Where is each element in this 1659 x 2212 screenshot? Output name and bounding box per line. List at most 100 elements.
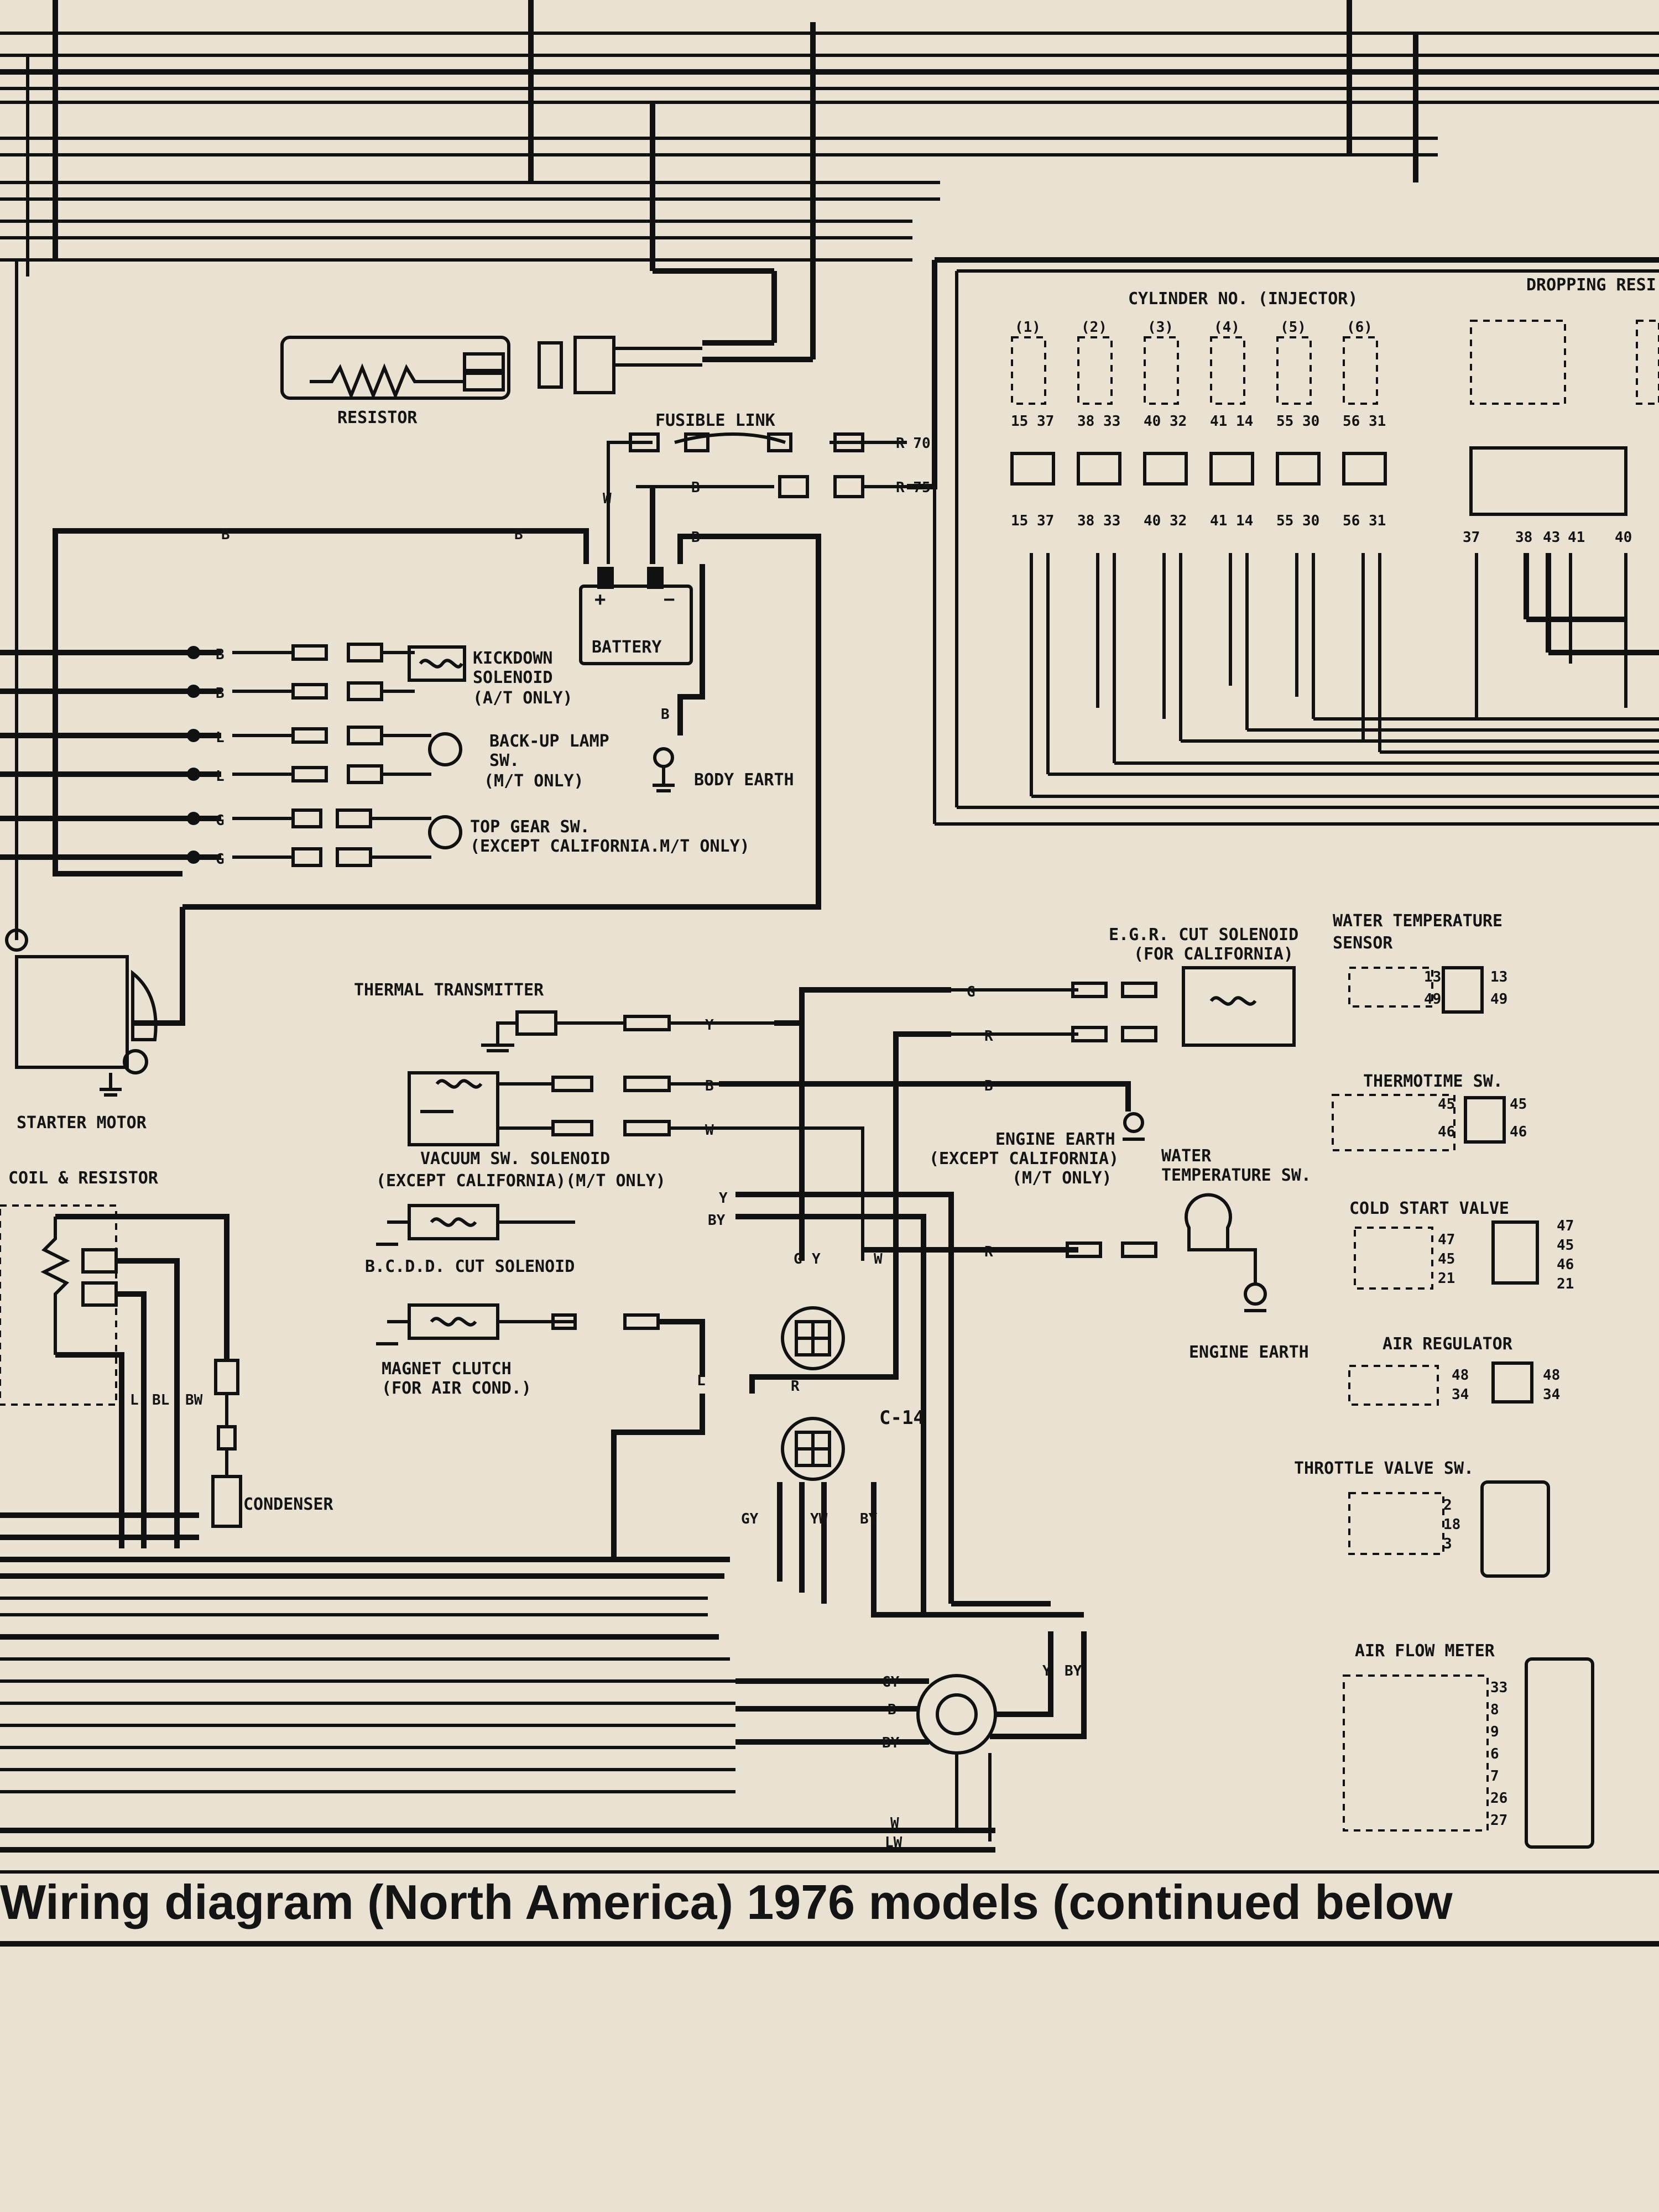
thermo-pin-a: 45: [1438, 1096, 1455, 1113]
drop-pin-2: 38: [1515, 529, 1532, 546]
wire-r-c13: R: [791, 1378, 800, 1395]
air-pin-d: 34: [1543, 1386, 1560, 1403]
wire-b-k1: B: [216, 646, 225, 663]
cyl6-no: (6): [1347, 319, 1373, 336]
battery-label: BATTERY: [592, 638, 661, 657]
battery-area: FUSIBLE LINK R 70 R 75 B W + − BATTERY B…: [53, 276, 958, 910]
wire-r-water: R: [984, 1244, 993, 1260]
cyl3-pins-b: 40 32: [1144, 513, 1187, 529]
dropping-label: DROPPING RESI: [1526, 275, 1656, 295]
cylinder-header: CYLINDER NO. (INJECTOR): [1128, 289, 1358, 309]
wire-w-vacuum: W: [705, 1122, 714, 1139]
topgear-l1: TOP GEAR SW.: [470, 817, 590, 837]
resistor-label: RESISTOR: [337, 408, 418, 427]
wire-lw-bottom: LW: [885, 1834, 902, 1851]
cyl3-no: (3): [1147, 319, 1173, 336]
cyl2-pins-b: 38 33: [1077, 513, 1120, 529]
wts-pin-b: 49: [1424, 991, 1441, 1008]
water-temp-sw-l1: WATER: [1161, 1146, 1212, 1166]
switch-row-kickdown-2: B: [187, 681, 415, 702]
connector-upper: [781, 1306, 845, 1370]
cold-pin-f: 46: [1557, 1256, 1574, 1273]
thermo-pin-c: 45: [1510, 1096, 1527, 1113]
wts-l1: WATER TEMPERATURE: [1333, 911, 1503, 931]
egr-l1: E.G.R. CUT SOLENOID: [1109, 925, 1298, 945]
wire-l-coil: L: [130, 1392, 139, 1408]
connector-c14-label: C-14: [879, 1407, 925, 1429]
wire-by-dist2: BY: [1065, 1663, 1082, 1679]
diagram-caption: Wiring diagram (North America) 1976 mode…: [0, 1875, 1453, 1929]
throttle-pin-b: 18: [1443, 1516, 1460, 1533]
wire-b-k2: B: [216, 685, 225, 702]
wire-b-fusible: B: [691, 479, 700, 496]
switch-row-backup-1: L: [187, 726, 431, 746]
wire-y-thermal: Y: [705, 1017, 714, 1034]
wire-y-conn: Y: [719, 1190, 728, 1207]
thermal-transmitter-label: THERMAL TRANSMITTER: [354, 980, 544, 1000]
cyl4-no: (4): [1214, 319, 1240, 336]
wire-w-bottom: W: [890, 1815, 899, 1832]
battery-minus: −: [664, 588, 675, 611]
wire-r75: R 75: [896, 479, 931, 496]
engine-components: THERMAL TRANSMITTER Y B W VACUUM SW. SOL…: [354, 980, 774, 1559]
switch-row-kickdown-1: B: [187, 643, 415, 663]
cyl4-pins: 41 14: [1210, 413, 1253, 430]
backup-l2: SW.: [489, 751, 519, 770]
switch-row-topgear-2: G: [187, 847, 431, 868]
cold-start-label: COLD START VALVE: [1349, 1199, 1509, 1218]
kickdown-solenoid-body: [408, 645, 466, 682]
cold-pin-g: 21: [1557, 1276, 1574, 1292]
right-sensors: WATER TEMPERATURE SENSOR 13 49 13 49 THE…: [1294, 911, 1594, 1849]
magnet-l1: MAGNET CLUTCH: [382, 1359, 512, 1379]
wire-by-dist: BY: [882, 1735, 900, 1751]
cyl1-pins-b: 15 37: [1011, 513, 1054, 529]
wire-r70: R 70: [896, 435, 931, 452]
throttle-pin-a: 2: [1443, 1497, 1452, 1514]
wire-g-t2: G: [216, 851, 225, 868]
cold-pin-b: 45: [1438, 1251, 1455, 1267]
starter-motor-label: STARTER MOTOR: [17, 1113, 147, 1133]
wts-pin-c: 13: [1490, 969, 1507, 985]
magnet-l2: (FOR AIR COND.): [382, 1379, 531, 1398]
wire-b-dist: B: [888, 1702, 896, 1718]
switch-row-topgear-1: G: [187, 808, 431, 829]
vacuum-l2: (EXCEPT CALIFORNIA)(M/T ONLY): [376, 1171, 666, 1191]
drop-pin-1: 37: [1463, 529, 1480, 546]
backup-switch-symbol: [428, 732, 462, 766]
wire-y-dist: Y: [1042, 1663, 1051, 1679]
water-temp-sw-l2: TEMPERATURE SW.: [1161, 1166, 1311, 1185]
coil-resistor-label: COIL & RESISTOR: [8, 1168, 159, 1188]
condenser-label: CONDENSER: [243, 1495, 333, 1514]
topgear-l2: (EXCEPT CALIFORNIA.M/T ONLY): [470, 837, 750, 856]
wire-w-battery: W: [603, 491, 612, 507]
wire-b-engine: B: [984, 1078, 993, 1094]
throttle-pin-c: 3: [1443, 1536, 1452, 1552]
wire-l-magnet: L: [697, 1373, 706, 1389]
af-pin-5: 7: [1490, 1768, 1499, 1785]
air-pin-c: 48: [1543, 1367, 1560, 1384]
topgear-switch-symbol: [428, 815, 462, 849]
switch-row-backup-2: L: [187, 764, 431, 785]
cyl5-pins-b: 55 30: [1276, 513, 1319, 529]
coil-resistor: COIL & RESISTOR L B L BW CONDENSER W: [0, 1168, 995, 1853]
wire-l-b1: L: [216, 729, 225, 746]
egr-l2: (FOR CALIFORNIA): [1134, 945, 1293, 964]
cylinder-2: (2) 38 33 38 33: [1077, 319, 1121, 763]
cylinder-4: (4) 41 14 41 14: [1209, 319, 1254, 730]
battery-plus: +: [594, 588, 606, 611]
engine-earth2-label: ENGINE EARTH: [1189, 1343, 1309, 1362]
thermo-pin-d: 46: [1510, 1124, 1527, 1140]
cyl1-pins: 15 37: [1011, 413, 1054, 430]
connector-c14: [781, 1417, 845, 1481]
af-pin-3: 9: [1490, 1724, 1499, 1740]
caption-block: Wiring diagram (North America) 1976 mode…: [0, 1870, 1659, 1947]
top-harness: [0, 0, 1659, 918]
wire-g-t1: G: [216, 812, 225, 829]
air-flow-label: AIR FLOW METER: [1355, 1641, 1495, 1661]
wire-bw-coil: BW: [185, 1392, 203, 1408]
cylinder-6: (6) 56 31 56 31: [1342, 319, 1387, 752]
cyl5-no: (5): [1280, 319, 1306, 336]
throttle-label: THROTTLE VALVE SW.: [1294, 1459, 1474, 1478]
engine-earth1-l2: (EXCEPT CALIFORNIA): [929, 1149, 1119, 1168]
